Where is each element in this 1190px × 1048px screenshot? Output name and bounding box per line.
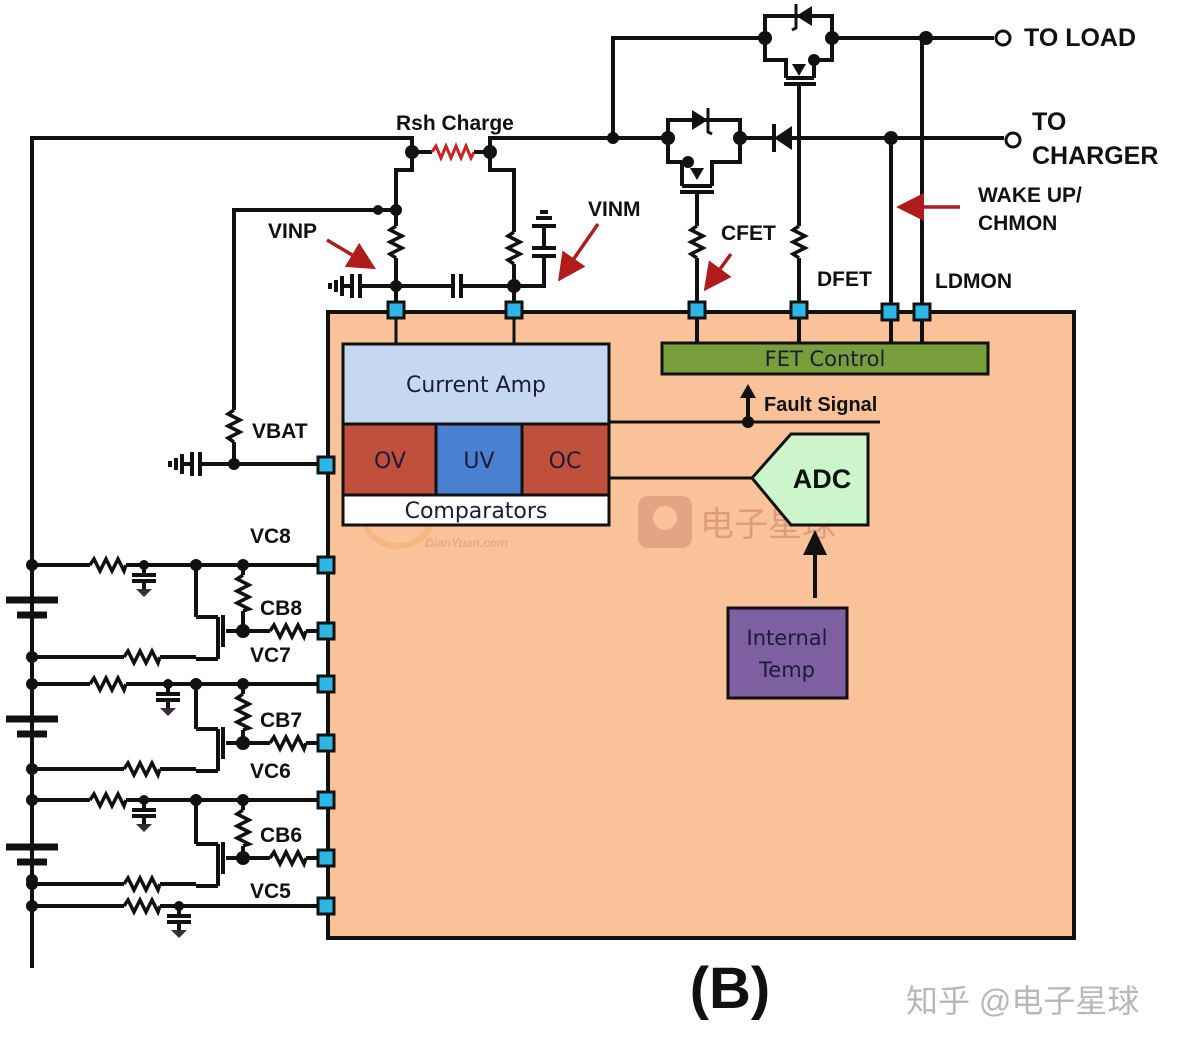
svg-text:ADC: ADC	[793, 464, 852, 494]
return-resistor	[122, 647, 162, 668]
adc-block: ADC	[750, 432, 870, 527]
cfet-resistor	[687, 224, 707, 260]
pin-vc7	[316, 674, 336, 694]
vbat-label: VBAT	[252, 420, 308, 443]
fault-arrow-icon	[740, 384, 756, 398]
vc5-label: VC5	[250, 880, 291, 903]
pin-vc6	[316, 790, 336, 810]
pin-vc5	[316, 896, 336, 916]
ground-icon	[136, 824, 152, 832]
ov-comparator: OV	[341, 422, 438, 497]
pin-cb7	[316, 733, 336, 753]
to-load-label: TO LOAD	[1024, 24, 1136, 52]
discharge-fet-icon	[758, 4, 839, 86]
vc-filter-resistor	[88, 674, 128, 695]
shunt-resistor	[430, 142, 476, 162]
vinm-resistor	[504, 230, 524, 266]
pin-vinp	[386, 300, 406, 320]
temp-to-adc-arrow-icon	[803, 530, 827, 555]
vc7-label: VC7	[250, 644, 291, 667]
pin-cb6	[316, 848, 336, 868]
ground-cap-vinm	[532, 210, 556, 258]
cb-gate-resistor	[268, 848, 308, 869]
dianyuan-watermark-text: DianYuan.com	[425, 536, 508, 550]
ground-cap-vbat	[168, 452, 202, 476]
ldmon-label: LDMON	[935, 270, 1012, 293]
svg-text:Current Amp: Current Amp	[406, 373, 546, 398]
vinm-arrow-icon	[558, 223, 600, 282]
fet-control-block: FET Control	[660, 341, 990, 376]
return-resistor	[122, 759, 162, 780]
dfet-label: DFET	[817, 268, 872, 291]
pin-vinm	[504, 300, 524, 320]
ground-icon	[171, 930, 187, 938]
vc-filter-resistor	[88, 790, 128, 811]
pin-cfet	[687, 300, 707, 320]
cb-gate-resistor	[268, 621, 308, 642]
svg-text:Internal: Internal	[747, 626, 828, 650]
uv-comparator: UV	[434, 422, 524, 497]
pin-dfet	[789, 300, 809, 320]
vbat-resistor	[224, 408, 244, 444]
wake-up-label-line1: WAKE UP/	[978, 184, 1082, 207]
pin-vc8	[316, 555, 336, 575]
vinm-label: VINM	[588, 198, 641, 221]
oc-comparator: OC	[520, 422, 611, 497]
cb6-label: CB6	[260, 824, 302, 847]
current-amp-block: Current Amp	[341, 342, 611, 426]
cb7-label: CB7	[260, 709, 302, 732]
svg-text:Temp: Temp	[758, 658, 815, 682]
zhihu-watermark: 知乎 @电子星球	[906, 983, 1139, 1019]
rsh-charge-label: Rsh Charge	[396, 112, 514, 135]
vc-filter-resistor	[122, 896, 162, 917]
charger-diode-icon	[772, 124, 792, 152]
to-charger-terminal	[1004, 131, 1022, 149]
pin-ldmon	[912, 302, 932, 322]
ground-icon	[136, 589, 152, 597]
comparators-block: Comparators	[341, 493, 611, 527]
rail-to-cfet	[488, 136, 668, 152]
balance-resistor	[233, 692, 254, 732]
fault-signal-label: Fault Signal	[764, 394, 877, 416]
cb-gate-resistor	[268, 733, 308, 754]
to-charger-label-line2: CHARGER	[1032, 142, 1158, 170]
wake-up-label-line2: CHMON	[978, 212, 1057, 235]
svg-text:Comparators: Comparators	[405, 499, 548, 524]
rail-to-dfet	[611, 36, 765, 138]
vc-filter-resistor	[88, 555, 128, 576]
vinp-arrow-icon	[326, 238, 377, 270]
cfet-arrow-icon	[703, 252, 733, 292]
to-charger-label-line1: TO	[1032, 108, 1066, 136]
svg-text:UV: UV	[463, 449, 494, 474]
return-resistor	[122, 874, 162, 895]
svg-text:FET Control: FET Control	[765, 347, 886, 371]
to-load-terminal	[994, 29, 1012, 47]
vc6-label: VC6	[250, 760, 291, 783]
ground-cap-vinp	[328, 274, 362, 298]
vinp-resistor	[386, 224, 406, 260]
dfet-resistor	[789, 224, 809, 260]
svg-text:OC: OC	[549, 449, 582, 474]
cfet-label: CFET	[721, 222, 776, 245]
vc8-label: VC8	[250, 525, 291, 548]
cb8-label: CB8	[260, 597, 302, 620]
balance-resistor	[233, 573, 254, 613]
svg-text:OV: OV	[374, 449, 406, 474]
pin-chmon	[880, 302, 900, 322]
charge-fet-icon	[661, 108, 747, 194]
ground-icon	[160, 708, 176, 716]
pin-cb8	[316, 621, 336, 641]
internal-temp-block: Internal Temp	[726, 606, 849, 700]
pin-vbat	[316, 455, 336, 475]
figure-label: (B)	[690, 956, 771, 1021]
balance-resistor	[233, 808, 254, 848]
vinp-label: VINP	[268, 220, 317, 243]
